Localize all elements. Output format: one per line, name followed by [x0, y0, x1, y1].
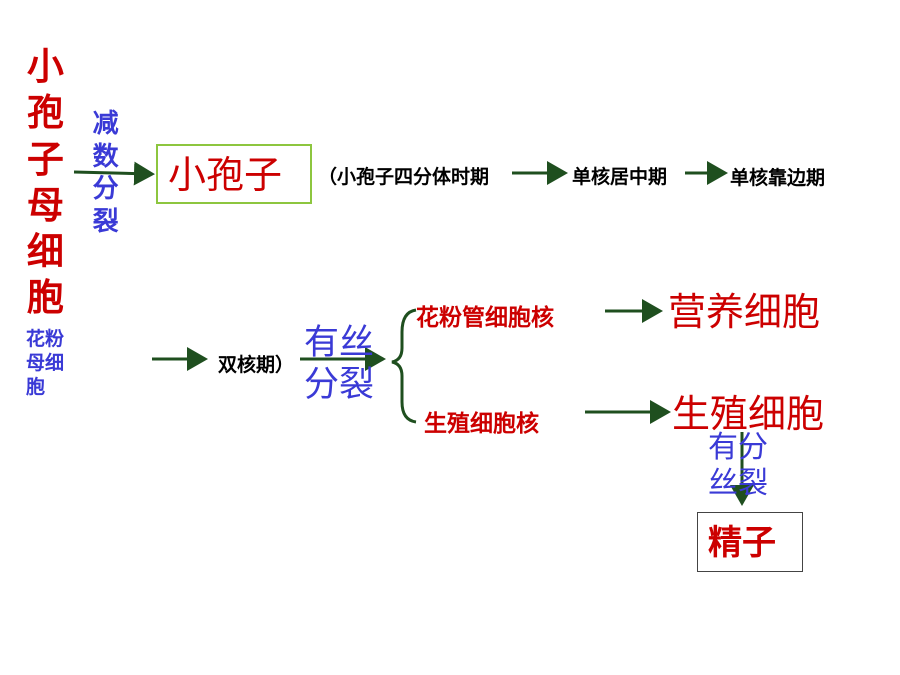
mother-cell-label: 小孢子母细胞	[26, 45, 64, 320]
brace-icon	[391, 308, 417, 424]
pollen-mother-cell-label: 花粉母细胞	[26, 328, 65, 398]
microspore-box	[156, 144, 312, 204]
sperm-label: 精子	[708, 523, 776, 563]
generative-nucleus-label: 生殖细胞核	[424, 411, 539, 437]
mitosis-2-label: 有分丝裂	[708, 430, 768, 501]
sperm-box	[697, 512, 803, 572]
tube-nucleus-label: 花粉管细胞核	[416, 305, 554, 331]
stage-central: 单核居中期	[572, 166, 668, 188]
stage-binucleate: 双核期）	[218, 354, 295, 376]
generative-cell-label: 生殖细胞	[672, 392, 825, 436]
microspore-label: 小孢子	[168, 153, 283, 197]
stage-tetrad: （小孢子四分体时期	[318, 166, 490, 188]
vegetative-cell-label: 营养细胞	[668, 290, 821, 334]
meiosis-label: 减数分裂	[92, 109, 119, 237]
arrow-meiosis	[73, 161, 155, 186]
mitosis-label: 有丝分裂	[304, 323, 375, 405]
stage-side: 单核靠边期	[730, 167, 826, 189]
